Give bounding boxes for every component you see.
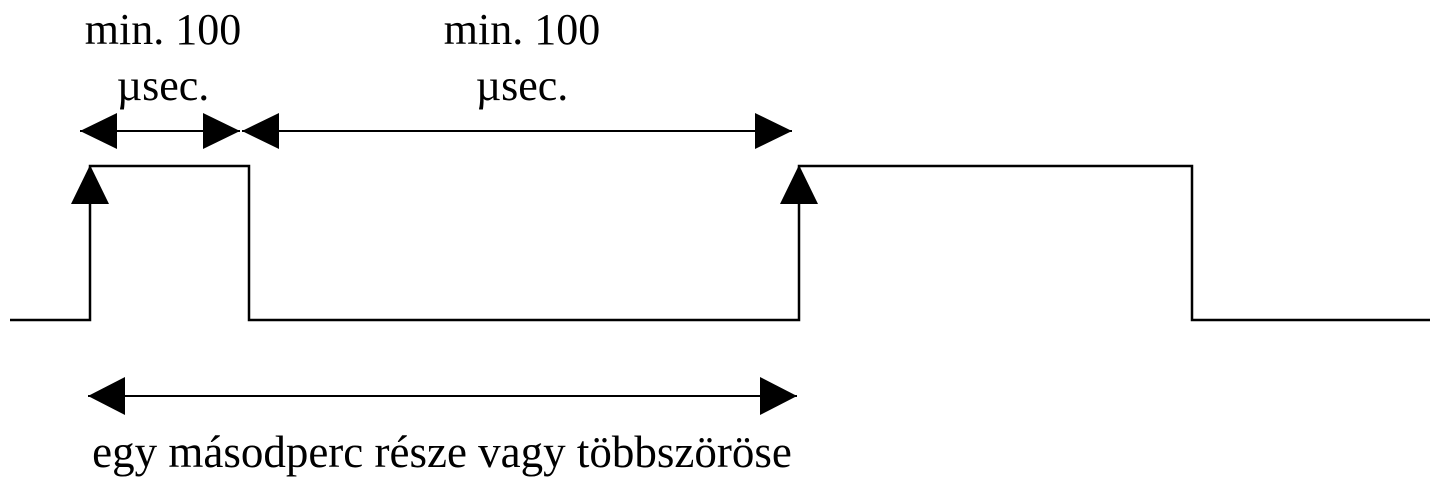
right-arrowhead [760, 377, 797, 415]
up-arrowhead [780, 165, 818, 204]
rising-edge-up-arrow-icon [780, 165, 818, 204]
right-arrowhead [203, 113, 240, 149]
pulse-width-label-line1: min. 100 [84, 5, 242, 54]
signal-waveform [10, 164, 1430, 322]
left-arrowhead [242, 113, 279, 149]
period-label: egy másodperc része vagy többszöröse [92, 427, 792, 477]
right-arrowhead [755, 113, 792, 149]
low-period-label: min. 100 µsec. [422, 2, 622, 114]
pulse-width-dimension-arrow [80, 113, 240, 149]
left-arrowhead [80, 113, 117, 149]
pulse-width-label: min. 100 µsec. [63, 2, 263, 114]
up-arrowhead [71, 165, 109, 204]
low-period-label-line2: µsec. [475, 61, 569, 110]
rising-edge-up-arrow-icon [71, 165, 109, 204]
low-period-label-line1: min. 100 [443, 5, 601, 54]
pulse-width-label-line2: µsec. [116, 61, 210, 110]
low-period-dimension-arrow [242, 113, 792, 149]
left-arrowhead [88, 377, 125, 415]
period-dimension-arrow [88, 377, 797, 415]
